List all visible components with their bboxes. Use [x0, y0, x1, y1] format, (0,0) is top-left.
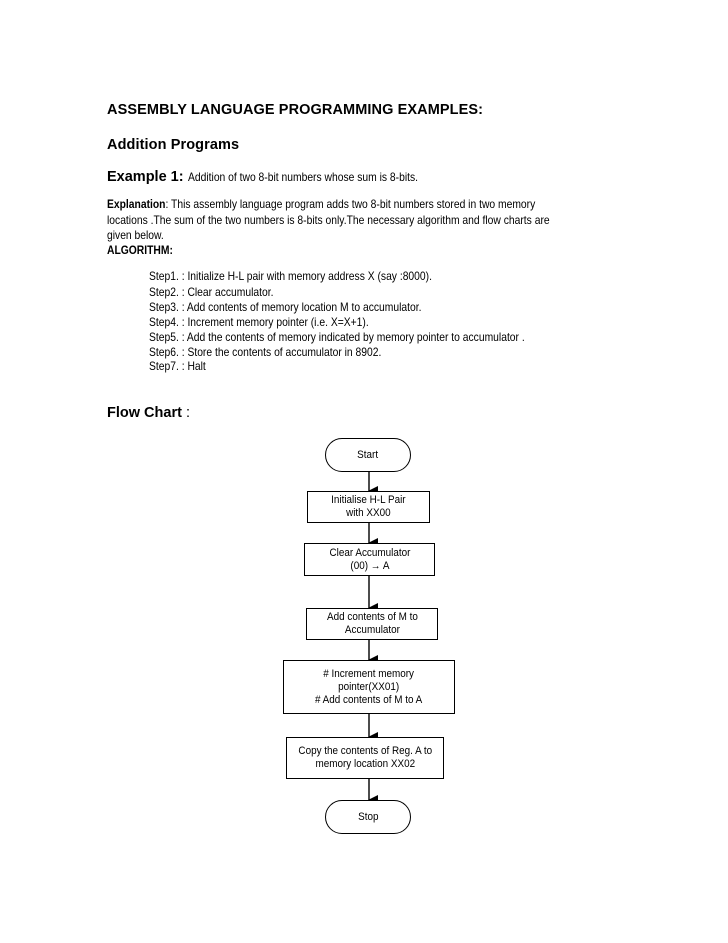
example-line: Example 1: Addition of two 8-bit numbers…: [107, 168, 455, 186]
flowchart-heading: Flow Chart :: [107, 405, 190, 421]
flowchart-node-add-label: Add contents of M to Accumulator: [326, 611, 418, 636]
example-label: Example 1:: [107, 169, 184, 185]
flowchart-node-start-label: Start: [357, 448, 379, 461]
flowchart-colon: :: [181, 405, 190, 421]
step-2: Step2. : Clear accumulator.: [149, 285, 274, 299]
flowchart-node-stop-label: Stop: [357, 810, 379, 823]
flowchart-node-stop: Stop: [325, 800, 411, 834]
section-heading: Addition Programs: [107, 137, 240, 153]
flowchart-node-clear: Clear Accumulator (00) → A: [304, 543, 435, 576]
flowchart-node-copy: Copy the contents of Reg. A to memory lo…: [286, 737, 444, 779]
step-4: Step4. : Increment memory pointer (i.e. …: [149, 315, 369, 329]
page-title: ASSEMBLY LANGUAGE PROGRAMMING EXAMPLES:: [107, 102, 484, 118]
flowchart-node-clear-label: Clear Accumulator (00) → A: [329, 546, 410, 572]
step-1: Step1. : Initialize H-L pair with memory…: [149, 269, 432, 283]
step-5: Step5. : Add the contents of memory indi…: [149, 330, 525, 344]
flowchart-node-add: Add contents of M to Accumulator: [306, 608, 438, 640]
explanation-text-1: : This assembly language program adds tw…: [165, 197, 536, 211]
step-3: Step3. : Add contents of memory location…: [149, 300, 422, 314]
explanation-line-3: given below.: [107, 228, 164, 242]
flowchart-label: Flow Chart: [107, 405, 182, 421]
step-7: Step7. : Halt: [149, 359, 206, 373]
step-6: Step6. : Store the contents of accumulat…: [149, 345, 382, 359]
flowchart-node-start: Start: [325, 438, 411, 472]
flowchart-node-init: Initialise H-L Pair with XX00: [307, 491, 430, 523]
algorithm-heading: ALGORITHM:: [107, 243, 173, 257]
explanation-line-1: Explanation: This assembly language prog…: [107, 196, 535, 212]
example-text: Addition of two 8-bit numbers whose sum …: [188, 170, 419, 184]
explanation-line-2: locations .The sum of the two numbers is…: [107, 213, 550, 227]
flowchart-node-increment-label: # Increment memory pointer(XX01) # Add c…: [315, 667, 423, 706]
explanation-label: Explanation: [107, 197, 166, 211]
flowchart-node-increment: # Increment memory pointer(XX01) # Add c…: [283, 660, 455, 714]
flowchart-node-init-label: Initialise H-L Pair with XX00: [331, 494, 406, 519]
flowchart-node-copy-label: Copy the contents of Reg. A to memory lo…: [298, 745, 432, 770]
